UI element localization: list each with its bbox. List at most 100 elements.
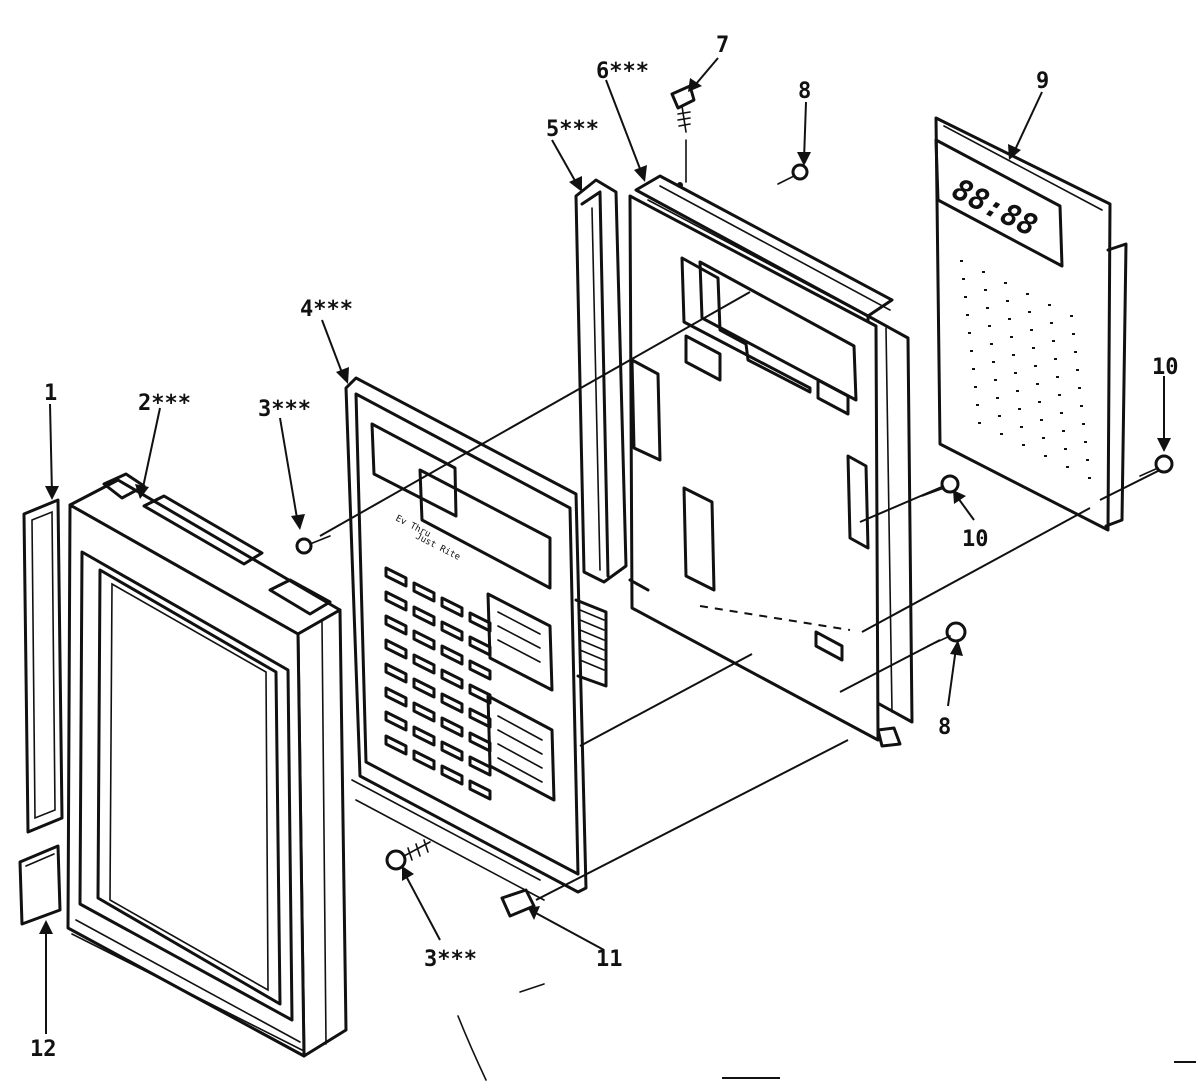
board-component — [1008, 318, 1011, 320]
board-component — [990, 343, 993, 345]
board-component — [1032, 347, 1035, 349]
board-component — [1078, 387, 1081, 389]
board-component — [986, 307, 989, 309]
board-component — [974, 386, 977, 388]
board-component — [1006, 300, 1009, 302]
callout-5: 5*** — [546, 117, 599, 142]
keypad-key — [468, 779, 492, 801]
keypad-key — [384, 638, 408, 660]
keypad-key — [440, 620, 464, 642]
board-component — [966, 314, 969, 316]
keypad-key — [412, 653, 436, 675]
board-component — [1080, 405, 1083, 407]
callout-10-right: 10 — [1152, 355, 1179, 380]
scan-marks — [457, 983, 1196, 1081]
keypad-key — [468, 659, 492, 681]
board-component — [1014, 372, 1017, 374]
keypad-key — [440, 668, 464, 690]
board-component — [1040, 419, 1043, 421]
keypad-key — [384, 734, 408, 756]
callout-4: 4*** — [300, 297, 353, 322]
board-component — [984, 289, 987, 291]
board-component — [1028, 311, 1031, 313]
part-5-side-bracket — [574, 178, 628, 584]
part-1-side-trim — [22, 498, 64, 834]
board-component — [1058, 394, 1061, 396]
callout-8-bottom: 8 — [938, 715, 951, 740]
board-component — [1070, 315, 1073, 317]
callout-3-upper: 3*** — [258, 397, 311, 422]
board-component — [1086, 459, 1089, 461]
keypad-key — [384, 710, 408, 732]
assembly-lines — [319, 139, 1161, 901]
board-component — [1004, 282, 1007, 284]
screw-3-upper — [295, 535, 331, 555]
board-component — [1020, 426, 1023, 428]
board-component — [1036, 383, 1039, 385]
keypad-key — [440, 596, 464, 618]
keypad-key — [412, 677, 436, 699]
keypad-key — [412, 749, 436, 771]
board-component — [1050, 322, 1053, 324]
callout-10-middle: 10 — [962, 527, 989, 552]
keypad-key — [412, 605, 436, 627]
keypad-key — [412, 629, 436, 651]
keypad-key — [384, 686, 408, 708]
board-component — [1010, 336, 1013, 338]
keypad-key — [412, 725, 436, 747]
screw-7 — [670, 84, 696, 133]
callout-12: 12 — [30, 1037, 57, 1062]
board-component — [1044, 455, 1047, 457]
board-components — [960, 260, 1091, 479]
board-component — [978, 422, 981, 424]
screw-10-right — [1139, 454, 1174, 477]
board-component — [1076, 369, 1079, 371]
part-2-door-frame — [66, 472, 348, 1058]
keypad-key — [412, 701, 436, 723]
board-component — [964, 296, 967, 298]
board-component — [1082, 423, 1085, 425]
board-component — [1056, 376, 1059, 378]
board-component — [976, 404, 979, 406]
board-component — [1052, 340, 1055, 342]
board-component — [1084, 441, 1087, 443]
board-component — [982, 271, 985, 273]
keypad-key — [412, 581, 436, 603]
part-6-chassis — [628, 174, 914, 748]
board-component — [1088, 477, 1091, 479]
board-component — [996, 397, 999, 399]
board-component — [972, 368, 975, 370]
board-component — [1034, 365, 1037, 367]
keypad-key — [468, 755, 492, 777]
board-component — [1060, 412, 1063, 414]
callout-arrows — [39, 57, 1171, 1034]
keypad-key — [440, 692, 464, 714]
board-component — [994, 379, 997, 381]
callout-6: 6*** — [596, 59, 649, 84]
board-component — [1062, 430, 1065, 432]
callout-2: 2*** — [138, 391, 191, 416]
keypad-key — [468, 683, 492, 705]
board-component — [960, 260, 963, 262]
board-component — [1018, 408, 1021, 410]
board-component — [1012, 354, 1015, 356]
board-component — [1042, 437, 1045, 439]
board-component — [1054, 358, 1057, 360]
callout-labels: 1 2*** 3*** 4*** 5*** 6*** 7 8 9 10 10 8… — [30, 33, 1179, 1062]
screw-3-lower — [385, 839, 431, 871]
callout-8-top: 8 — [798, 79, 811, 104]
board-component — [1038, 401, 1041, 403]
callout-9: 9 — [1036, 69, 1049, 94]
board-component — [1016, 390, 1019, 392]
board-component — [1026, 293, 1029, 295]
callout-1: 1 — [44, 381, 57, 406]
keypad-key — [440, 716, 464, 738]
board-component — [988, 325, 991, 327]
keypad-key — [440, 764, 464, 786]
callout-3-lower: 3*** — [424, 947, 477, 972]
part-12-label-plate — [18, 844, 62, 926]
board-component — [1000, 433, 1003, 435]
board-component — [998, 415, 1001, 417]
callout-11: 11 — [596, 947, 623, 972]
